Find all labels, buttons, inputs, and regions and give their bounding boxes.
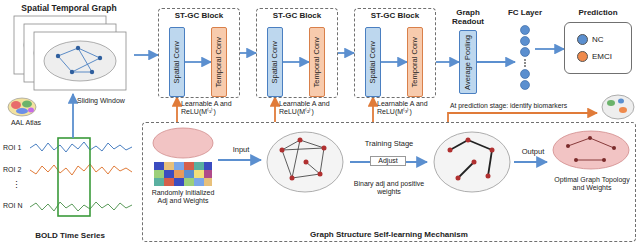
heading: Graph Readout (442, 8, 494, 26)
legend-text: NC (592, 35, 604, 44)
box-label: Average Pooling (464, 35, 473, 90)
heading: BOLD Time Series (35, 231, 105, 240)
roi-label: ROI 1 (3, 144, 29, 152)
legend-swatch (577, 34, 588, 45)
conv-box: Temporal Conv (309, 27, 325, 97)
flow-arrow (72, 94, 74, 138)
flow-arrow (185, 61, 211, 63)
atlas-label: AAL Atlas (2, 119, 50, 127)
flow-arrow (283, 61, 309, 63)
legend-text: EMCI (592, 52, 612, 61)
heading: Prediction (578, 8, 617, 17)
step-label: Input (222, 146, 260, 155)
legend-row: NC (577, 34, 604, 45)
flow-arrow (338, 52, 354, 54)
roi-label: ROI 2 (3, 166, 29, 174)
time-series-panel: BOLD Time Series (2, 138, 138, 242)
box-label: Temporal Conv (313, 37, 322, 87)
legend-swatch (577, 51, 588, 62)
adjust-tag: Adjust (370, 156, 406, 166)
box-label: Temporal Conv (215, 37, 224, 87)
flow-arrow (372, 97, 374, 122)
conv-box: Temporal Conv (211, 27, 227, 97)
ellipsis-mark: ⋮ (3, 180, 29, 190)
edge-label: Sliding Window (77, 97, 133, 105)
edge-label: Learnable A and ReLU(M⁽³⁾) (377, 100, 443, 116)
conv-box: Temporal Conv (407, 27, 423, 97)
flow-arrow (240, 52, 256, 54)
fc-layer-group: FC Layer (500, 6, 550, 96)
roi-label: ROI N (3, 202, 29, 210)
heading: ST-GC Block (371, 11, 419, 20)
heading: Spatial Temporal Graph (21, 4, 116, 14)
flow-arrow (477, 61, 515, 63)
node-shape (58, 138, 90, 216)
flow-arrow (274, 97, 276, 122)
box-label: Spatial Conv (271, 41, 280, 84)
graph-panel: Spatial Temporal Graph (2, 2, 136, 94)
step-note: Binary adj and positive weights (348, 180, 430, 196)
heading: Graph Structure Self-learning Mechanism (310, 230, 468, 239)
conv-box: Spatial Conv (169, 27, 185, 97)
box-label: Temporal Conv (411, 37, 420, 87)
flow-arrow (436, 61, 459, 63)
conv-box: Spatial Conv (267, 27, 283, 97)
conv-box: Spatial Conv (365, 27, 381, 97)
flow-arrow (176, 97, 178, 122)
biomarker-note: At prediction stage: identify biomarkers (450, 102, 597, 110)
block-box: Spatial Conv Temporal Conv ST-GC Block (158, 8, 240, 98)
prediction-group: NC EMCI Prediction (560, 6, 636, 86)
step-note: Optimal Graph Topology and Weights (548, 176, 636, 192)
flow-arrow (535, 48, 564, 50)
block-box: Spatial Conv Temporal Conv ST-GC Block (256, 8, 338, 98)
flow-arrow (381, 61, 407, 63)
node-shape (515, 24, 535, 94)
block-box: Spatial Conv Temporal Conv ST-GC Block (354, 8, 436, 98)
box-label: Spatial Conv (173, 41, 182, 84)
edge-label: Learnable A and ReLU(M⁽²⁾) (279, 100, 345, 116)
box-label: Spatial Conv (369, 41, 378, 84)
node-shape: NC EMCI (564, 22, 632, 74)
step-label: Training Stage (352, 140, 426, 149)
heading: ST-GC Block (273, 11, 321, 20)
legend-row: EMCI (577, 51, 612, 62)
heading: FC Layer (508, 8, 542, 17)
heading: ST-GC Block (175, 11, 223, 20)
step-label: Output (514, 148, 552, 157)
readout-group: Average Pooling Graph Readout (442, 6, 494, 96)
flow-arrow (134, 54, 158, 56)
node-shape: Average Pooling (459, 30, 477, 94)
node-shape (12, 16, 134, 94)
step-note: Randomly Initialized Adj and Weights (146, 189, 220, 205)
edge-label: Learnable A and ReLU(M⁽¹⁾) (181, 100, 247, 116)
